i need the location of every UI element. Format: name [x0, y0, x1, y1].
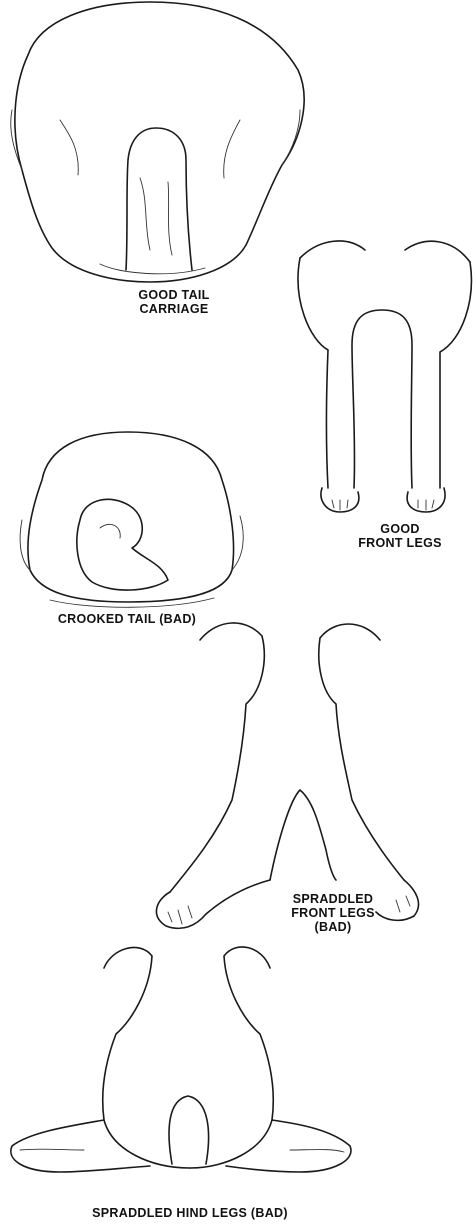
caption-line: FRONT LEGS [345, 536, 455, 550]
caption-good-tail: GOOD TAIL CARRIAGE [124, 288, 224, 316]
caption-line: FRONT LEGS [268, 906, 398, 920]
crooked-tail-illustration [20, 432, 243, 607]
caption-spraddled-front-legs: SPRADDLED FRONT LEGS (BAD) [268, 892, 398, 934]
caption-spraddled-hind-legs: SPRADDLED HIND LEGS (BAD) [40, 1206, 340, 1220]
caption-line: GOOD TAIL [124, 288, 224, 302]
caption-line: SPRADDLED HIND LEGS (BAD) [40, 1206, 340, 1220]
caption-line: CARRIAGE [124, 302, 224, 316]
good-tail-illustration [11, 2, 304, 282]
caption-line: SPRADDLED [268, 892, 398, 906]
spraddled-front-legs-illustration [156, 623, 418, 928]
caption-line: CROOKED TAIL (BAD) [12, 612, 242, 626]
good-front-legs-illustration [298, 241, 471, 512]
caption-line: (BAD) [268, 920, 398, 934]
caption-good-front-legs: GOOD FRONT LEGS [345, 522, 455, 550]
caption-crooked-tail: CROOKED TAIL (BAD) [12, 612, 242, 626]
spraddled-hind-legs-illustration [11, 947, 351, 1172]
caption-line: GOOD [345, 522, 455, 536]
